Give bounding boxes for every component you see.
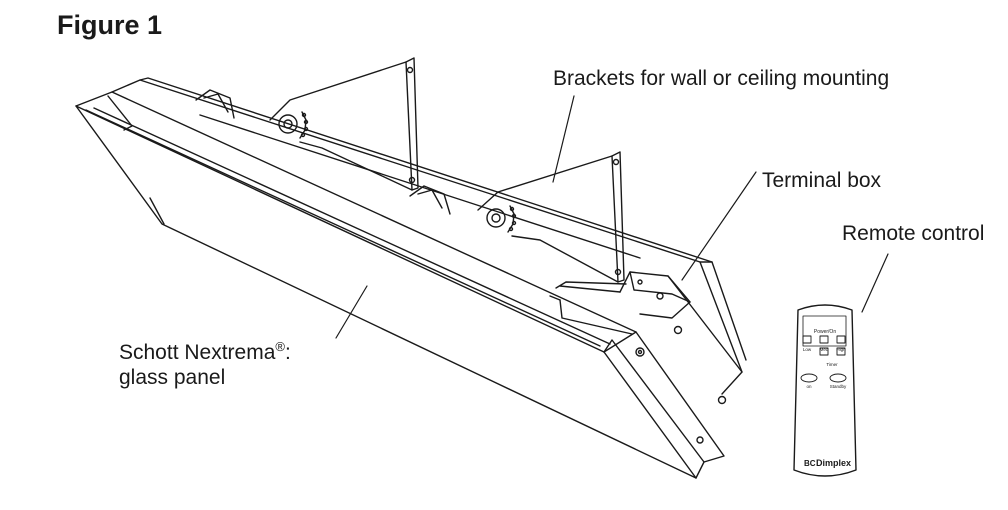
glass-panel	[75, 91, 725, 479]
glass-panel-brand: Schott Nextrema	[119, 341, 276, 364]
remote-button-standby	[829, 373, 847, 383]
callout-glass-panel: Schott Nextrema®: glass panel	[119, 334, 291, 390]
heater-housing	[111, 77, 747, 395]
figure-title: Figure 1	[57, 10, 163, 40]
remote-button-high	[836, 335, 846, 344]
mounting-bracket-right	[409, 151, 625, 283]
callout-glass-panel-line2: glass panel	[119, 366, 226, 389]
remote-high-label: High	[836, 347, 846, 352]
leader-terminal-box	[681, 171, 757, 281]
remote-button-low	[802, 335, 812, 344]
remote-power-label: Power/On	[814, 329, 836, 335]
registered-mark: ®	[275, 339, 285, 354]
leader-glass-panel	[335, 285, 368, 339]
panel-screws	[635, 325, 727, 444]
remote-brand-mark: BC	[804, 459, 816, 468]
callout-glass-panel-line1: Schott Nextrema®:	[119, 334, 291, 365]
glass-panel-colon: :	[285, 341, 291, 364]
remote-button-timer-1	[819, 347, 829, 356]
remote-control	[793, 304, 857, 477]
remote-med-label: Med	[820, 347, 829, 352]
leader-brackets	[552, 95, 575, 183]
callout-terminal-box: Terminal box	[762, 169, 882, 192]
remote-timer-label: Timer	[826, 362, 838, 367]
remote-button-med	[819, 335, 829, 344]
callout-brackets: Brackets for wall or ceiling mounting	[553, 67, 890, 90]
remote-button-on	[800, 373, 818, 383]
callout-leaders	[335, 95, 889, 339]
callout-remote-control: Remote control	[842, 222, 985, 245]
remote-brand: Dimplex	[816, 458, 851, 468]
remote-on-label: on	[806, 384, 812, 389]
remote-button-timer-2	[836, 347, 846, 356]
terminal-box	[555, 271, 743, 373]
mounting-bracket-left	[195, 57, 419, 191]
remote-low-label: Low	[803, 347, 812, 352]
remote-standby-label: Standby	[830, 384, 847, 389]
leader-remote-control	[861, 253, 889, 313]
